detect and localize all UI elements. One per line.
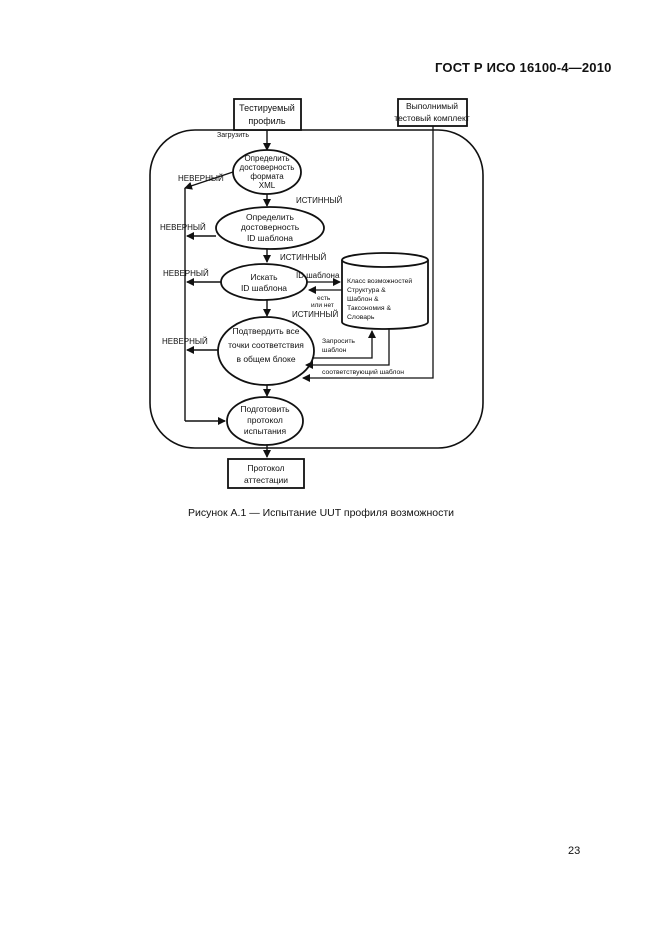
figure-caption: Рисунок А.1 — Испытание UUT профиля возм… [188, 507, 455, 519]
db-line2: Структура & [347, 287, 386, 294]
box-tested-profile: Тестируемый профиль [233, 98, 302, 131]
node-confirm-line3: в общем блоке [236, 354, 295, 364]
box-report-line2: аттестации [244, 475, 288, 485]
label-false-4: НЕВЕРНЫЙ [162, 337, 208, 346]
box-test-suite: Выполнимый тестовый комплект [394, 98, 470, 127]
label-false-1: НЕВЕРНЫЙ [178, 174, 224, 183]
capability-class-database: Класс возможностей Структура & Шаблон & … [341, 252, 429, 330]
db-line5: Словарь [347, 314, 375, 321]
node-prepare-line2: протокол [247, 415, 283, 425]
node-confirm-line1: Подтвердить все [233, 326, 300, 336]
node-validate-xml: Определить достоверность формата XML [232, 149, 302, 195]
label-true-1: ИСТИННЫЙ [296, 196, 343, 205]
label-matching-template: соответствующий шаблон [322, 368, 404, 376]
node-prepare-line1: Подготовить [240, 404, 290, 414]
node-search-line1: Искать [250, 272, 278, 282]
label-true-2: ИСТИННЫЙ [280, 253, 327, 262]
node-validate-xml-line1: Определить [244, 154, 289, 163]
db-line4: Таксономия & [347, 305, 392, 312]
box-report-line1: Протокол [247, 463, 284, 473]
node-confirm-line2: точки соответствия [228, 340, 304, 350]
label-false-3: НЕВЕРНЫЙ [163, 269, 209, 278]
box-tested-profile-line1: Тестируемый [239, 103, 295, 113]
label-false-2: НЕВЕРНЫЙ [160, 223, 206, 232]
label-exists-2: или нет [311, 302, 334, 309]
document-header: ГОСТ Р ИСО 16100-4—2010 [435, 60, 612, 75]
node-prepare-report: Подготовить протокол испытания [226, 396, 304, 446]
page-number: 23 [568, 845, 581, 857]
label-id-template: ID шаблона [296, 271, 340, 280]
node-validate-id-line2: достоверность [241, 222, 300, 232]
node-validate-id-line1: Определить [246, 212, 294, 222]
db-line1: Класс возможностей [347, 277, 412, 285]
box-attestation-report: Протокол аттестации [227, 458, 305, 489]
node-validate-id: Определить достоверность ID шаблона [215, 206, 325, 250]
label-request-2: шаблон [322, 346, 347, 354]
node-validate-xml-line2: достоверность [240, 163, 295, 172]
node-validate-xml-line3: формата [250, 172, 284, 181]
node-prepare-line3: испытания [244, 426, 287, 436]
box-test-suite-line1: Выполнимый [406, 101, 458, 111]
label-load: Загрузить [217, 132, 249, 139]
node-confirm-points: Подтвердить все точки соответствия в общ… [217, 316, 315, 386]
label-exists-1: есть [317, 295, 331, 302]
label-true-3: ИСТИННЫЙ [292, 310, 339, 319]
process-boundary [149, 129, 484, 449]
node-validate-id-line3: ID шаблона [247, 233, 293, 243]
db-line3: Шаблон & [347, 295, 379, 303]
box-tested-profile-line2: профиль [248, 116, 286, 126]
node-search-template: Искать ID шаблона [220, 263, 308, 301]
node-search-line2: ID шаблона [241, 283, 287, 293]
box-test-suite-line2: тестовый комплект [394, 113, 470, 123]
label-request-1: Запросить [322, 338, 355, 345]
node-validate-xml-line4: XML [259, 181, 276, 190]
